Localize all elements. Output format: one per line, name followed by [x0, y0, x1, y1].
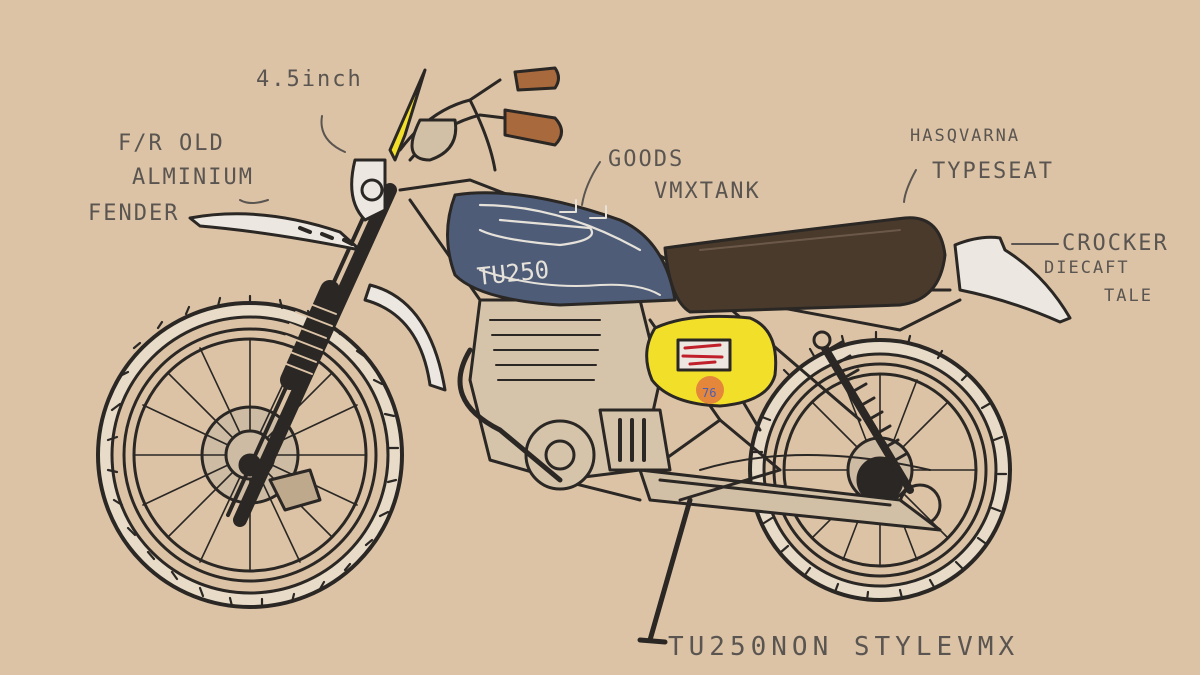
fender-annotation-line2: ALMINIUM: [132, 165, 254, 190]
fender-annotation-line3: FENDER: [88, 201, 180, 226]
exhaust: [457, 347, 563, 483]
side-cover: [645, 314, 778, 408]
swingarm: [638, 454, 942, 532]
leader-lines: [239, 115, 1059, 245]
drawing-caption: TU250NON STYLEVMX: [668, 632, 1020, 662]
side-stand: [637, 497, 693, 645]
tank-annotation-line2: VMXTANK: [654, 179, 761, 204]
front-wheel: [96, 294, 404, 609]
side-cover-number: 76: [702, 386, 716, 400]
headlight: [350, 158, 387, 222]
seat-annotation-line1: HASQVARNA: [910, 126, 1021, 146]
tail-annotation-line1: CROCKER: [1062, 231, 1169, 256]
fender-annotation-line1: F/R OLD: [118, 131, 225, 156]
seat-annotation-line2: TYPESEAT: [932, 159, 1054, 184]
engine: [468, 298, 672, 491]
tank-annotation-line1: GOODS: [608, 147, 685, 172]
seat: [663, 216, 947, 314]
handlebar: [398, 78, 507, 172]
rear-wheel: [748, 330, 1012, 602]
headlight-annotation: 4.5inch: [256, 67, 363, 92]
front-fork: [226, 183, 397, 527]
front-fender: [188, 212, 447, 392]
number-plate: [388, 68, 427, 162]
tail-annotation-line3: TALE: [1104, 286, 1153, 306]
tail: [953, 235, 1072, 324]
rear-shock: [812, 330, 914, 494]
tail-annotation-line2: DIECAFT: [1044, 258, 1130, 278]
fuel-tank: [446, 191, 677, 307]
grips: [503, 66, 563, 147]
